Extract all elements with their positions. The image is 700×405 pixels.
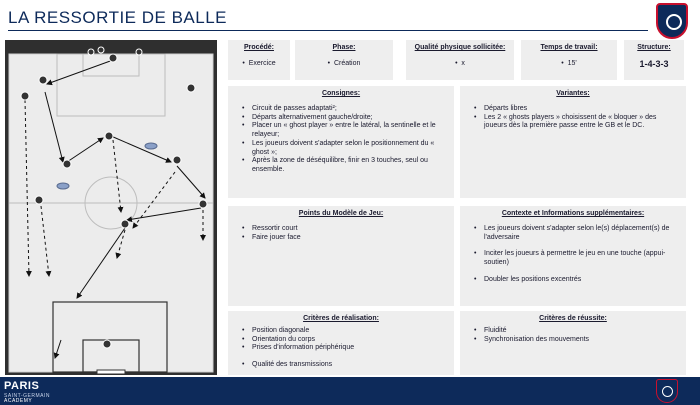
field: [8, 53, 214, 373]
pass-arrow: [46, 59, 114, 86]
psg-crest-icon: [656, 3, 688, 39]
qualite-value: • x: [455, 60, 465, 67]
player-marker: [62, 159, 72, 169]
player-marker: [104, 131, 114, 141]
consignes-list: Circuit de passes adaptati²; Départs alt…: [228, 105, 454, 175]
list-item: Après la zone de déséquilibre, finir en …: [242, 157, 448, 175]
phase-box: Phase: • Création: [295, 40, 393, 80]
run-arrow: [112, 139, 124, 213]
procede-label: Procédé:: [244, 44, 274, 51]
list-item: Inciter les joueurs à permettre le jeu e…: [474, 250, 680, 268]
player-marker: [172, 155, 182, 165]
reussite-title: Critères de réussite:: [539, 315, 607, 322]
list-item: Faire jouer face: [242, 234, 448, 243]
procede-value: • Exercice: [242, 60, 276, 67]
reussite-panel: Critères de réussite: Fluidité Synchroni…: [460, 311, 686, 375]
consignes-title: Consignes:: [321, 90, 361, 97]
list-item: Les 2 « ghosts players » choisissent de …: [474, 114, 680, 132]
list-item: Placer un « ghost player » entre le laté…: [242, 122, 448, 140]
player-marker: [135, 48, 143, 56]
contexte-list: Les joueurs doivent s'adapter selon le(s…: [460, 225, 686, 285]
list-item: Les joueurs doivent s'adapter selon le(s…: [474, 225, 680, 243]
phase-label: Phase:: [332, 44, 356, 51]
psg-logo-subtext: SAINT-GERMAIN: [4, 393, 50, 399]
psg-crest-footer-icon: [656, 379, 678, 403]
list-item: Les joueurs doivent s'adapter selon le p…: [242, 140, 448, 158]
variantes-list: Départs libres Les 2 « ghosts players » …: [460, 105, 686, 131]
temps-value: • 15': [561, 60, 577, 67]
player-marker: [186, 83, 196, 93]
list-item: Orientation du corps: [242, 336, 448, 345]
center-circle: [84, 176, 138, 230]
list-item: Doubler les positions excentrés: [474, 276, 680, 285]
ghost-player-marker: [56, 182, 70, 190]
reussite-list: Fluidité Synchronisation des mouvements: [460, 327, 686, 345]
consignes-panel: Consignes: Circuit de passes adaptati²; …: [228, 86, 454, 198]
pass-arrow: [66, 137, 104, 163]
bottom-goal: [96, 369, 126, 375]
list-item: Prises d'information périphérique: [242, 344, 448, 353]
structure-value: 1-4-3-3: [639, 59, 669, 69]
list-item: Ressortir court: [242, 225, 448, 234]
list-item: Qualité des transmissions: [242, 361, 448, 370]
pitch-svg: [8, 46, 214, 375]
player-marker: [108, 53, 118, 63]
psg-logo-text: PARIS: [4, 380, 40, 392]
pass-arrow: [44, 91, 65, 163]
pass-arrow: [76, 227, 126, 299]
contexte-panel: Contexte et Informations supplémentaires…: [460, 206, 686, 306]
pass-arrow: [126, 207, 202, 223]
run-arrow: [24, 99, 32, 277]
footer-bar: PARIS SAINT-GERMAIN ACADEMY: [0, 377, 700, 405]
temps-label: Temps de travail:: [540, 44, 598, 51]
structure-box: Structure: 1-4-3-3: [624, 40, 684, 80]
player-marker: [102, 339, 112, 349]
list-item: Départs libres: [474, 105, 680, 114]
pass-arrow: [110, 135, 172, 163]
ghost-player-marker: [144, 142, 158, 150]
points-title: Points du Modèle de Jeu:: [298, 210, 384, 217]
list-item: Circuit de passes adaptati²;: [242, 105, 448, 114]
qualite-box: Qualité physique sollicitée: • x: [406, 40, 514, 80]
list-item: Position diagonale: [242, 327, 448, 336]
realisation-list: Position diagonale Orientation du corps …: [228, 327, 454, 370]
player-marker: [20, 91, 30, 101]
pass-arrow: [53, 339, 62, 359]
temps-box: Temps de travail: • 15': [521, 40, 617, 80]
page-title: LA RESSORTIE DE BALLE: [8, 8, 227, 27]
realisation-panel: Critères de réalisation: Position diagon…: [228, 311, 454, 375]
list-item: Fluidité: [474, 327, 680, 336]
pitch-diagram: [5, 40, 217, 375]
points-list: Ressortir court Faire jouer face: [228, 225, 454, 243]
qualite-label: Qualité physique sollicitée:: [414, 44, 506, 51]
player-marker: [97, 46, 105, 54]
player-marker: [87, 48, 95, 56]
variantes-title: Variantes:: [556, 90, 590, 97]
list-item: Départs alternativement gauche/droite;: [242, 114, 448, 123]
structure-label: Structure:: [637, 44, 671, 51]
procede-box: Procédé: • Exercice: [228, 40, 290, 80]
player-marker: [120, 219, 130, 229]
pass-arrow: [176, 165, 206, 199]
psg-logo-academy: ACADEMY: [4, 398, 33, 404]
run-arrow: [115, 229, 126, 259]
player-marker: [198, 199, 208, 209]
phase-value: • Création: [327, 60, 361, 67]
points-panel: Points du Modèle de Jeu: Ressortir court…: [228, 206, 454, 306]
realisation-title: Critères de réalisation:: [303, 315, 379, 322]
player-marker: [38, 75, 48, 85]
player-marker: [34, 195, 44, 205]
variantes-panel: Variantes: Départs libres Les 2 « ghosts…: [460, 86, 686, 198]
list-item: Synchronisation des mouvements: [474, 336, 680, 345]
contexte-title: Contexte et Informations supplémentaires…: [501, 210, 645, 217]
title-divider: [8, 30, 648, 31]
